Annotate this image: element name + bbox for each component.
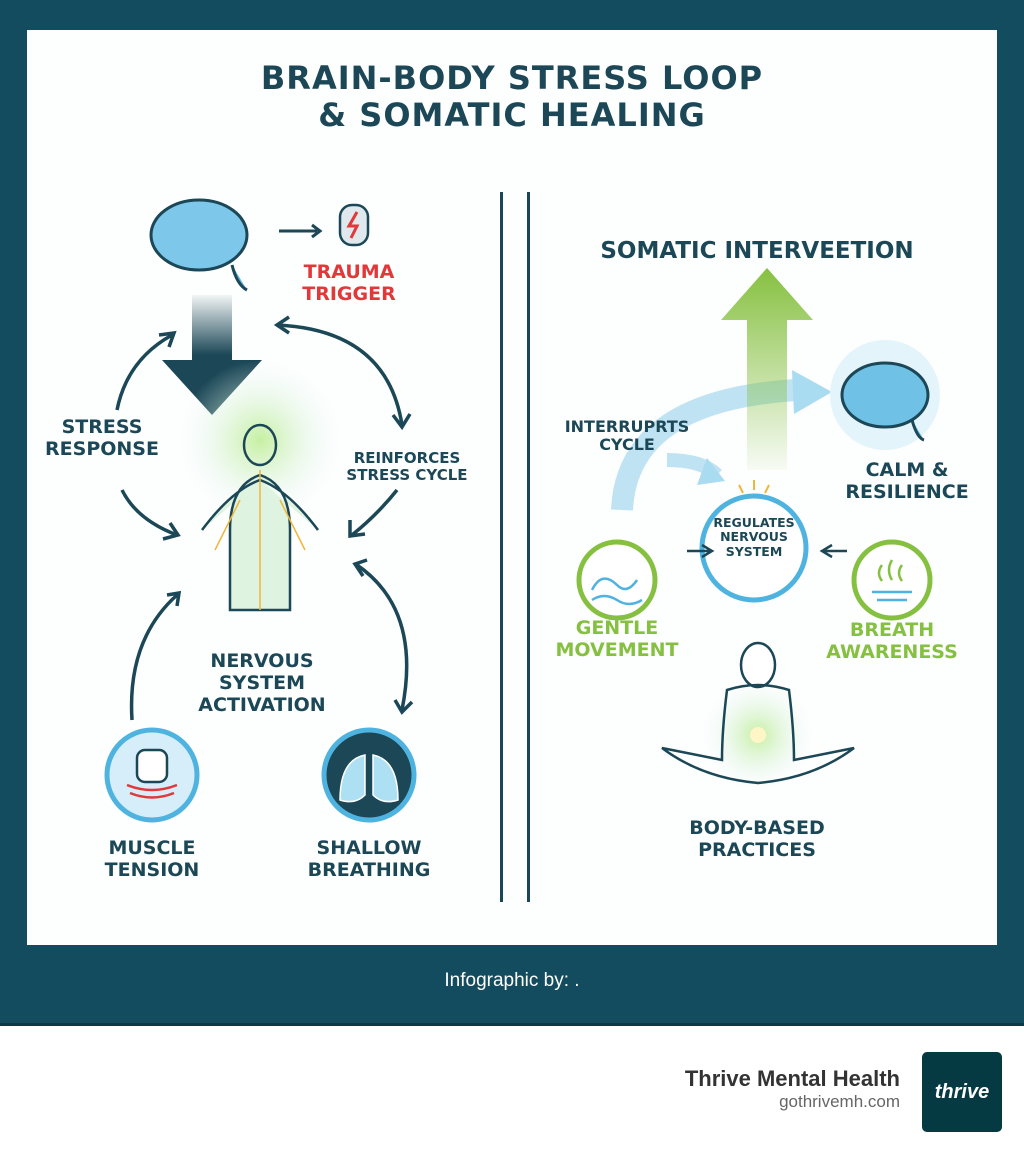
brand-url[interactable]: gothrivemh.com — [779, 1092, 900, 1111]
cycle-arrows — [115, 315, 414, 721]
somatic-heading: SOMATIC INTERVEETION — [600, 238, 914, 264]
meditation-figure-icon — [661, 641, 855, 790]
diagram-graphics — [104, 198, 940, 823]
title: BRAIN-BODY STRESS LOOP& SOMATIC HEALING — [260, 59, 764, 134]
lungs-icon — [321, 727, 417, 823]
credit-text: Infographic by: . — [444, 970, 580, 991]
divider — [527, 192, 530, 902]
thrive-logo[interactable]: thrive — [922, 1052, 1002, 1132]
calm-label: CALM &RESILIENCE — [845, 459, 969, 503]
wave-icon — [576, 539, 658, 621]
brand-name: Thrive Mental Health — [684, 1066, 900, 1091]
divider — [500, 192, 503, 902]
body-nervous-system-icon — [180, 360, 340, 612]
trauma-lightning-icon — [338, 203, 370, 247]
regulates-circle — [699, 480, 809, 603]
breath-icon — [851, 539, 933, 621]
brain-icon — [830, 340, 940, 450]
brain-icon — [149, 198, 249, 292]
muscle-tension-icon — [104, 727, 200, 823]
up-arrow-icon — [721, 268, 813, 470]
infographic-panel: BRAIN-BODY STRESS LOOP& SOMATIC HEALING — [27, 30, 997, 945]
